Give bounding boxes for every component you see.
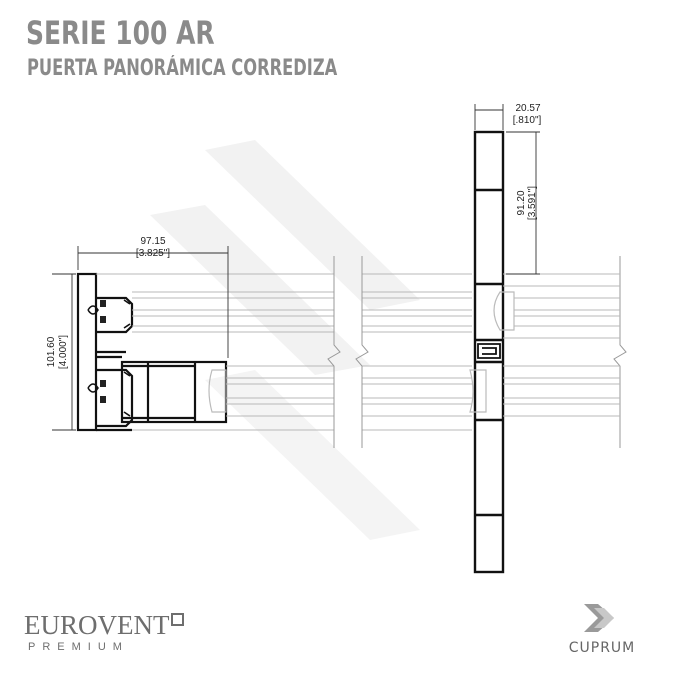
watermark-logo (150, 140, 420, 540)
glass-gasket-right-top (493, 291, 515, 331)
eurovent-square-icon (171, 613, 185, 626)
left-frame-details (100, 300, 106, 403)
cuprum-logo-icon (584, 604, 614, 632)
dim-width-left-inch: [3.825"] (136, 248, 170, 259)
left-frame-profile (76, 272, 134, 432)
glass-right (503, 273, 620, 417)
dim-height-right-inch: [3.591"] (527, 186, 538, 220)
glass-gasket-right-bottom (469, 369, 487, 413)
left-frame-small-marks (87, 299, 131, 417)
break-lines (327, 256, 627, 448)
cuprum-name: CUPRUM (568, 640, 636, 656)
glass-left (96, 273, 334, 431)
dim-width-right-mm: 20.57 (515, 103, 540, 114)
page-title: SERIE 100 AR (26, 14, 215, 52)
dimension-lines (52, 104, 540, 431)
mullion-interlock (477, 343, 501, 359)
eurovent-logo: EUROVENT PREMIUM (24, 610, 185, 653)
glass-gasket-left (208, 369, 227, 413)
dim-width-right-inch: [.810"] (513, 115, 542, 126)
eurovent-name: EUROVENT (24, 610, 170, 640)
dim-height-left-inch: [4.000"] (58, 335, 69, 369)
sash-profile (120, 360, 228, 424)
glass-middle (362, 273, 472, 431)
dim-height-left-mm: 101.60 (46, 336, 57, 367)
eurovent-tagline: PREMIUM (28, 641, 129, 653)
dim-height-right-mm: 91.20 (516, 190, 527, 215)
cuprum-logo: CUPRUM (552, 602, 652, 656)
right-mullion (473, 130, 505, 574)
page-subtitle: PUERTA PANORÁMICA CORREDIZA (27, 56, 338, 81)
dim-width-left-mm: 97.15 (140, 236, 165, 247)
